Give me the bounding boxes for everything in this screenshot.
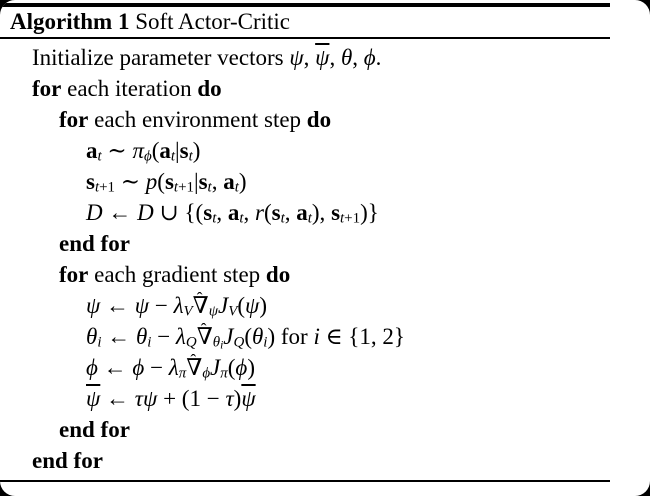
algorithm-line: D ← D ∪ {(st, at, r(st, at), st+1)} [86,200,379,227]
algorithm-line: end for [59,417,130,442]
algorithm-line: θi ← θi − λQ∇ˆθiJQ(θi) for i ∈ {1, 2} [86,320,405,352]
algorithm-line: for each gradient step do [59,262,291,287]
algorithm-name-label: Soft Actor-Critic [135,9,290,34]
algorithm-line: for each iteration do [32,76,222,101]
algorithm-line: Initialize parameter vectors ψ, ψ, θ, ϕ. [32,45,382,70]
algorithm-body: Initialize parameter vectors ψ, ψ, θ, ϕ.… [0,42,650,476]
bottom-rule [0,480,610,482]
algorithm-line: ψ ← τψ + (1 − τ)ψ [86,386,256,411]
algorithm-line: at ∼ πϕ(at|st) [86,138,201,165]
algorithm-number-label: Algorithm 1 [10,9,130,34]
algorithm-line: ϕ ← ϕ − λπ∇ˆϕJπ(ϕ) [86,351,255,382]
algorithm-line: for each environment step do [59,107,332,132]
algorithm-line: end for [32,448,103,473]
algorithm-line: end for [59,231,130,256]
algorithm-title: Algorithm 1 Soft Actor-Critic [10,8,290,35]
algorithm-line: ψ ← ψ − λV∇ˆψJV(ψ) [86,289,267,320]
top-rule [0,3,610,7]
title-separator-rule [0,37,610,39]
algorithm-line: st+1 ∼ p(st+1|st, at) [86,169,247,196]
